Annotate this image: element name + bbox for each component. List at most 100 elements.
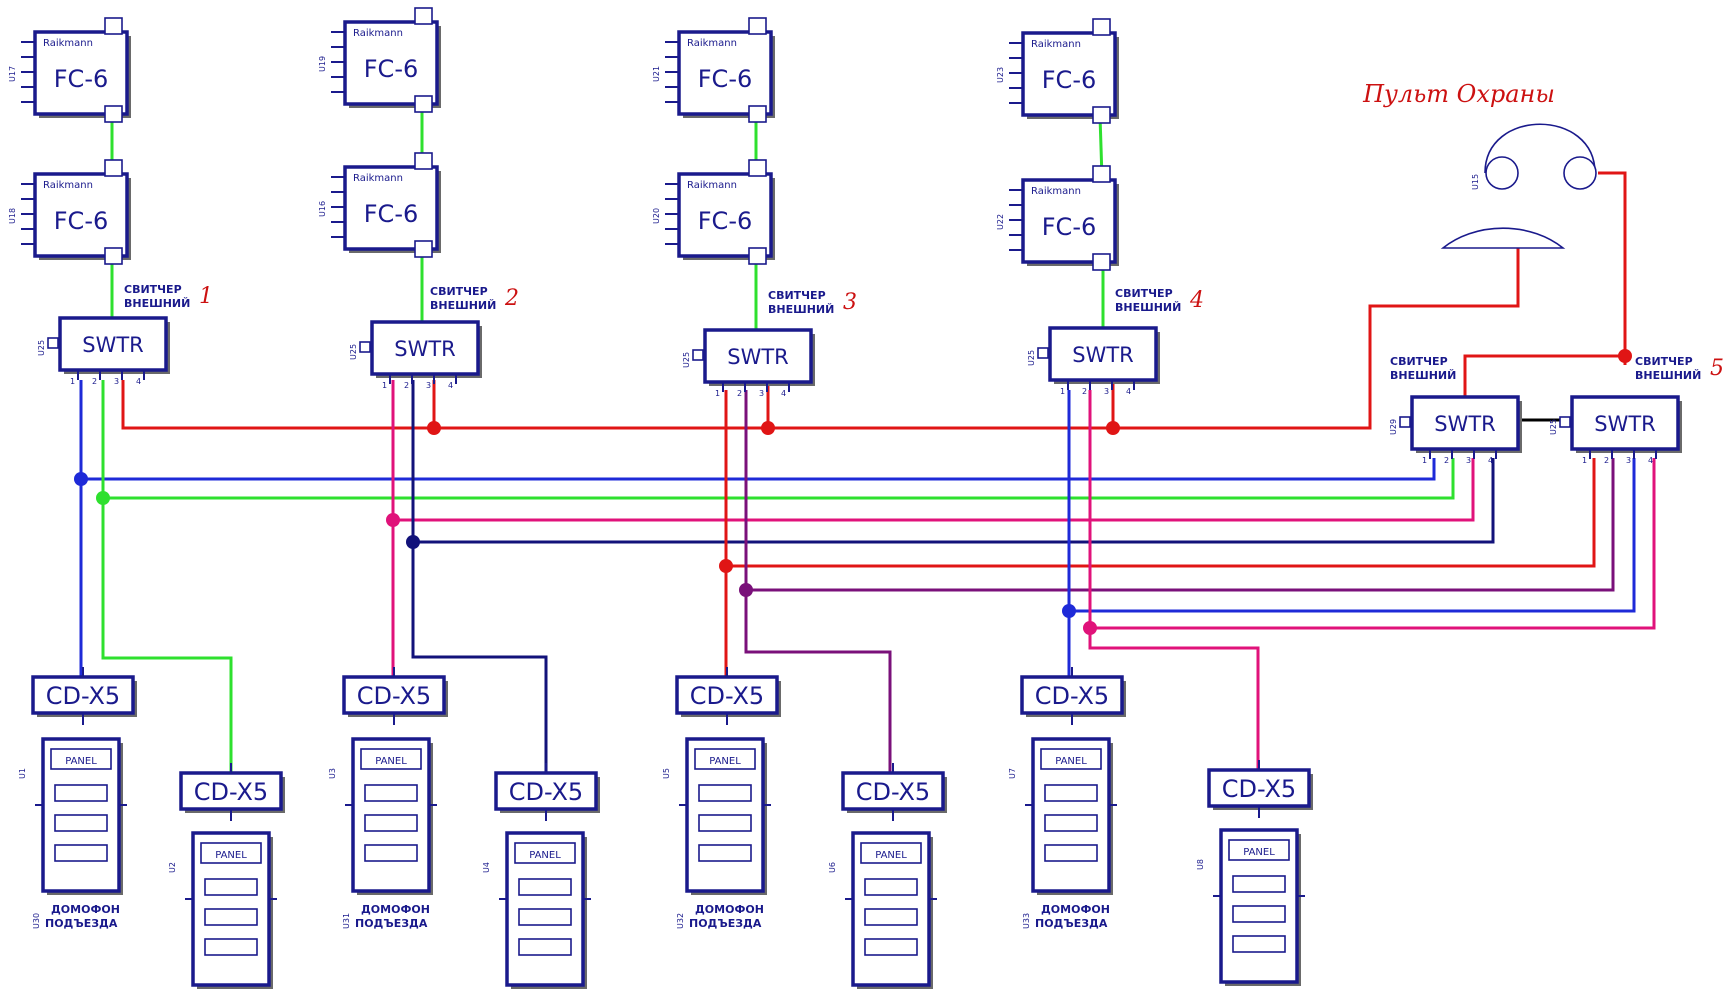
camera-model: FC-6: [54, 65, 109, 93]
wire-red-switch5: [1463, 354, 1627, 397]
camera-bottom-connector: [104, 247, 123, 265]
panel-caption-line2: ПОДЪЕЗДА: [45, 917, 118, 930]
panel-label: PANEL: [65, 756, 97, 767]
camera-bottom-connector: [1092, 106, 1111, 124]
panel-label: PANEL: [529, 850, 561, 861]
call-unit-label: CD-X5: [856, 778, 930, 806]
call-unit-label: CD-X5: [1222, 775, 1296, 803]
wire-red-bus2: [726, 458, 1596, 568]
panel-ref: U4: [482, 862, 491, 873]
switch-pin-number: 3: [1104, 387, 1109, 396]
switch-label: SWTR: [394, 337, 456, 361]
switch-pin-number: 1: [70, 377, 75, 386]
switch-ref: U25: [1027, 350, 1036, 366]
panel-button: [864, 908, 918, 926]
panel-button: [1232, 875, 1286, 893]
camera-ref: U19: [318, 56, 327, 72]
panel-button: [1232, 935, 1286, 953]
panel-ref: U8: [1196, 859, 1205, 870]
panel-ref: U5: [662, 768, 671, 779]
switch-ref: U25: [682, 352, 691, 368]
panel-caption-line1: ДОМОФОН: [695, 903, 764, 916]
panel-button: [698, 784, 752, 802]
switch-pin-number: 1: [382, 381, 387, 390]
panel-label: PANEL: [215, 850, 247, 861]
switch-caption-line1: СВИТЧЕР: [1115, 287, 1173, 300]
call-unit-label: CD-X5: [46, 682, 120, 710]
junction-dot: [406, 535, 420, 549]
camera-ref: U22: [996, 214, 1005, 230]
camera-top-connector: [1092, 18, 1111, 36]
camera-brand: Raikmann: [43, 38, 93, 49]
switch-label: SWTR: [82, 333, 144, 357]
switch-pin-number: 4: [781, 389, 786, 398]
wire-navy-2: [411, 380, 548, 773]
wire-red-console: [1598, 171, 1627, 356]
camera-brand: Raikmann: [687, 180, 737, 191]
panel-button: [54, 814, 108, 832]
junction-dot: [1106, 421, 1120, 435]
switch-pin-number: 1: [1582, 456, 1587, 465]
switch-label: SWTR: [1594, 412, 1656, 436]
camera-model: FC-6: [1042, 213, 1097, 241]
switch-pin-number: 2: [404, 381, 409, 390]
panel-label: PANEL: [1055, 756, 1087, 767]
switch-pin-number: 4: [136, 377, 141, 386]
junction-dot: [74, 472, 88, 486]
switch-caption-line1: СВИТЧЕР: [1390, 355, 1448, 368]
wire-green-bus: [103, 458, 1455, 500]
wire-navy-bus: [413, 458, 1495, 544]
console-ref: U15: [1471, 174, 1480, 190]
camera-top-connector: [414, 152, 433, 170]
call-unit-group1-a: CD-X5: [31, 667, 137, 725]
camera-bottom-connector: [414, 240, 433, 258]
camera-top-connector: [748, 17, 767, 35]
camera-top-connector: [104, 17, 123, 35]
camera-model: FC-6: [1042, 66, 1097, 94]
panel-caption-line2: ПОДЪЕЗДА: [1035, 917, 1108, 930]
intercom-panel-group2-b: PANEL U4: [482, 831, 591, 989]
panel-label: PANEL: [875, 850, 907, 861]
switch-pin-number: 3: [759, 389, 764, 398]
console-headband: [1484, 123, 1596, 174]
console-title: Пульт Охраны: [1362, 80, 1555, 108]
switch-ref: U25: [349, 344, 358, 360]
wire-blue-bus2: [1069, 458, 1636, 613]
wire-blue-bus: [81, 458, 1436, 481]
camera-ref: U16: [318, 201, 327, 217]
switch-caption-line2: ВНЕШНИЙ: [430, 299, 496, 312]
junction-dot: [427, 421, 441, 435]
camera-model: FC-6: [54, 207, 109, 235]
camera-bottom-connector: [748, 247, 767, 265]
group-number: 3: [843, 290, 857, 315]
panel-button: [364, 844, 418, 862]
camera-top-connector: [104, 159, 123, 177]
camera-brand: Raikmann: [1031, 186, 1081, 197]
panel-caption-ref: U31: [342, 913, 351, 929]
panel-caption-ref: U33: [1022, 913, 1031, 929]
panel-button: [518, 938, 572, 956]
camera-top-connector: [748, 159, 767, 177]
camera-bottom-connector: [748, 105, 767, 123]
panel-button: [364, 784, 418, 802]
panel-caption-line1: ДОМОФОН: [1041, 903, 1110, 916]
switch-pin-number: 2: [1082, 387, 1087, 396]
camera-ref: U23: [996, 67, 1005, 83]
wiring: [74, 110, 1656, 773]
